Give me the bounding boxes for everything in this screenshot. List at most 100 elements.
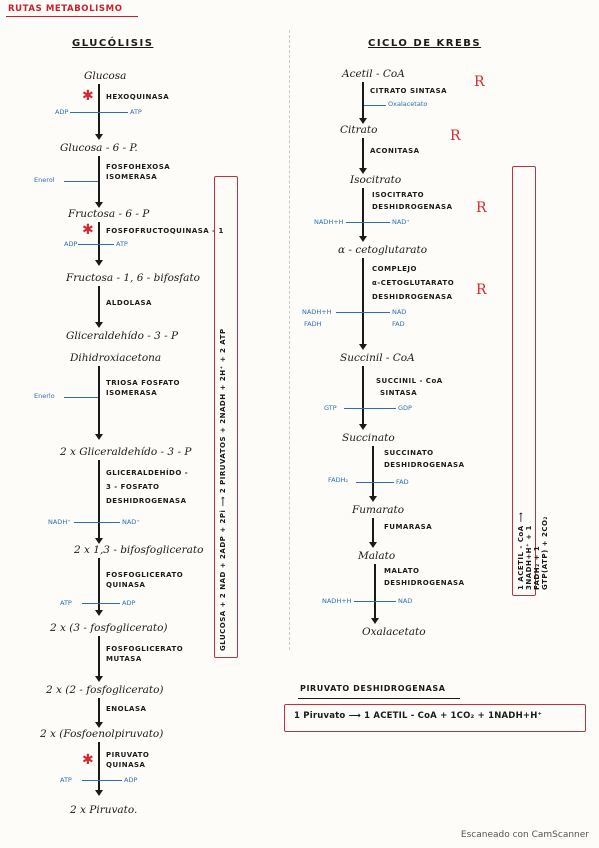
arrow: [359, 366, 367, 430]
arrow: [371, 564, 379, 624]
cof-nad: NAD: [398, 597, 413, 605]
regulation-mark: R: [450, 128, 461, 144]
cof-fadh: FADH: [304, 320, 322, 328]
page-title: RUTAS METABOLISMO: [8, 4, 123, 14]
regulation-star-icon: ✱: [82, 88, 94, 104]
cofactor-line: [78, 244, 114, 245]
met-g3p-x2: 2 x Gliceraldehído - 3 - P: [60, 446, 192, 458]
krebs-summary: 1 ACETIL - CoA ⟶ 3NADH+H⁺ + 1 FADH₂ + 1 …: [517, 511, 549, 590]
cof-nadh: NADH+H: [322, 597, 352, 605]
met-pg2: 2 x (2 - fosfoglicerato): [46, 684, 164, 696]
arrow: [95, 366, 103, 440]
enz-sdh2: DESHIDROGENASA: [384, 461, 465, 469]
met-succinilcoa: Succinil - CoA: [340, 352, 415, 364]
met-f16bp: Fructosa - 1, 6 - bifosfato: [66, 272, 200, 284]
cofactor-line: [336, 312, 390, 313]
cof-gdp: GDP: [398, 404, 412, 412]
met-g3p: Gliceraldehído - 3 - P: [66, 330, 179, 342]
met-pep: 2 x (Fosfoenolpiruvato): [40, 728, 164, 740]
met-pg3: 2 x (3 - fosfoglicerato): [50, 622, 168, 634]
cofactor-line: [364, 105, 386, 106]
arrow: [95, 222, 103, 266]
enz-idh1: ISOCITRATO: [372, 191, 425, 199]
enz-akgdh3: DESHIDROGENASA: [372, 293, 453, 301]
column-divider: [289, 30, 290, 650]
enz-tpi1: TRIOSA FOSFATO: [106, 379, 180, 387]
enz-pk1: PIRUVATO: [106, 751, 150, 759]
met-g6p: Glucosa - 6 - P.: [60, 142, 138, 154]
cof-atp: ATP: [60, 599, 72, 607]
enz-pgm2: MUTASA: [106, 655, 142, 663]
enz-scs1: SUCCINIL - CoA: [376, 377, 443, 385]
met-succinato: Succinato: [342, 432, 395, 444]
cofactor-line: [82, 603, 120, 604]
enz-scs2: SINTASA: [380, 389, 418, 397]
cof-oxalacetato-in: Oxalacetato: [388, 100, 428, 108]
pdh-underline: [298, 698, 460, 699]
enz-mdh2: DESHIDROGENASA: [384, 579, 465, 587]
cof-nad: NAD⁺: [392, 218, 410, 226]
cof-nad: NAD⁺: [122, 518, 140, 526]
arrow: [95, 558, 103, 616]
cof-fadh2: FADH₂: [328, 476, 349, 484]
arrow: [95, 636, 103, 682]
enz-pgk1: FOSFOGLICERATO: [106, 571, 184, 579]
regulation-mark: R: [476, 282, 487, 298]
enz-enolasa: ENOLASA: [106, 705, 147, 713]
cof-adp: ADP: [64, 240, 78, 248]
cofactor-line: [346, 222, 390, 223]
met-akg: α - cetoglutarato: [338, 244, 428, 256]
met-piruvato: 2 x Piruvato.: [70, 804, 138, 816]
cof-adp: ADP: [122, 599, 136, 607]
cofactor-line: [82, 780, 122, 781]
enz-sdh1: SUCCINATO: [384, 449, 434, 457]
pdh-equation: 1 Piruvato ⟶ 1 ACETIL - CoA + 1CO₂ + 1NA…: [294, 711, 543, 721]
regulation-star-icon: ✱: [82, 222, 94, 238]
krebs-summary-box: [512, 166, 536, 596]
cof-atp: ATP: [60, 776, 72, 784]
cofactor-line: [70, 112, 128, 113]
arrow: [359, 188, 367, 242]
enz-gapdh3: DESHIDROGENASA: [106, 497, 187, 505]
cofactor-line: [64, 181, 98, 182]
cof-fad: FAD: [396, 478, 409, 486]
enz-citrato-sintasa: CITRATO SINTASA: [370, 87, 448, 95]
cofactor-line: [64, 397, 98, 398]
enz-idh2: DESHIDROGENASA: [372, 203, 453, 211]
arrow: [359, 138, 367, 174]
cof-atp: ATP: [116, 240, 128, 248]
enz-fumarasa: FUMARASA: [384, 523, 433, 531]
regulation-mark: R: [474, 74, 485, 90]
enz-pk2: QUINASA: [106, 761, 146, 769]
cofactor-line: [356, 482, 394, 483]
enz-aldolasa: ALDOLASA: [106, 299, 152, 307]
pdh-box: [284, 704, 586, 732]
arrow: [369, 518, 377, 548]
met-f6p: Fructosa - 6 - P: [68, 208, 150, 220]
arrow: [95, 84, 103, 140]
cof-adp: ADP: [55, 108, 69, 116]
enz-hexoquinasa: HEXOQUINASA: [106, 93, 170, 101]
met-bpg: 2 x 1,3 - bifosfoglicerato: [74, 544, 204, 556]
enz-isomerasa: ISOMERASA: [106, 173, 158, 181]
cof-nad: NAD: [392, 308, 407, 316]
scanner-watermark: Escaneado con CamScanner: [460, 830, 589, 840]
cof-adp: ADP: [124, 776, 138, 784]
arrow: [95, 742, 103, 796]
cof-fad: FAD: [392, 320, 405, 328]
cof-nadh: NADH+H: [302, 308, 332, 316]
glycolysis-summary: GLUCOSA + 2 NAD + 2ADP + 2Pi ⟶ 2 PIRUVAT…: [219, 328, 227, 651]
arrow: [95, 460, 103, 544]
cof-nadh: NADH+H: [314, 218, 344, 226]
enz-aconitasa: ACONITASA: [370, 147, 420, 155]
arrow: [359, 82, 367, 124]
cof-enolasa-label: Enerlo: [34, 392, 55, 400]
glycolysis-heading: GLUCÓLISIS: [72, 38, 154, 49]
arrow: [95, 698, 103, 728]
enz-tpi2: ISOMERASA: [106, 389, 158, 397]
regulation-mark: R: [476, 200, 487, 216]
glycolysis-summary-box: [214, 176, 238, 658]
krebs-heading: CICLO DE KREBS: [368, 38, 482, 49]
pdh-heading: PIRUVATO DESHIDROGENASA: [300, 684, 446, 693]
cof-nadh: NADH⁺: [48, 518, 71, 526]
